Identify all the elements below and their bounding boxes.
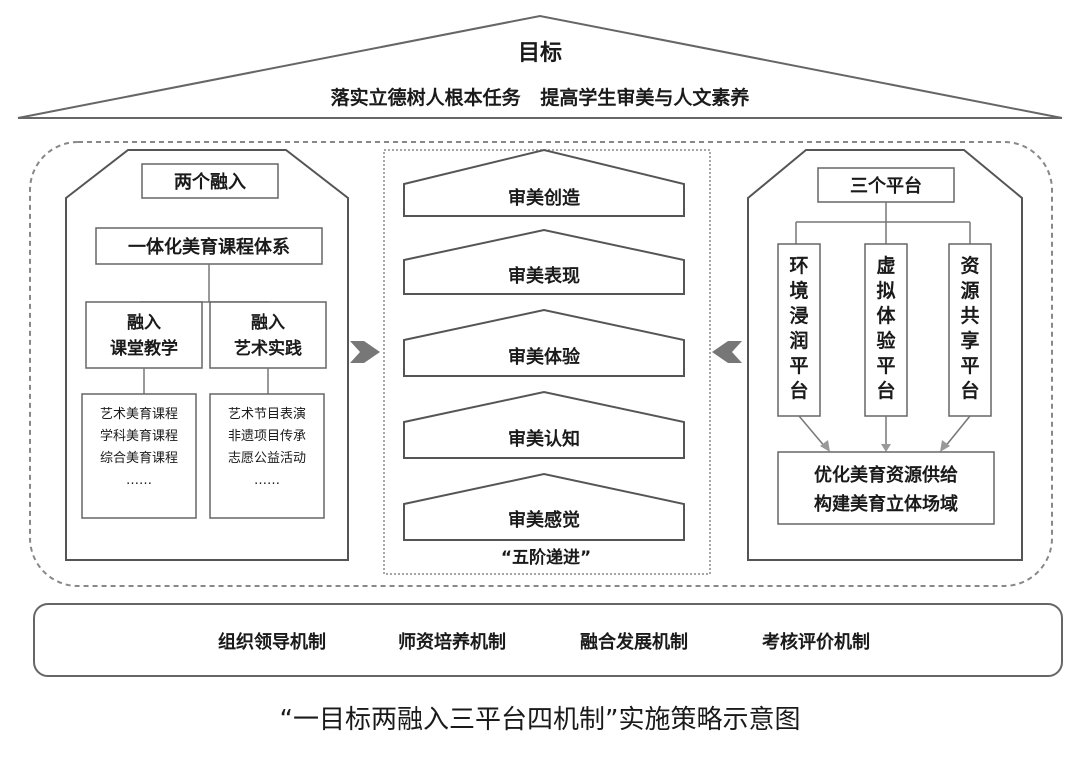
right-bottom-1: 优化美育资源供给 — [814, 464, 958, 486]
goal-title: 目标 — [518, 40, 562, 66]
step-5-shape — [403, 472, 685, 541]
right-header: 三个平台 — [850, 175, 922, 197]
right-header-box — [817, 167, 955, 203]
left-col1-title-2: 课堂教学 — [110, 338, 178, 359]
step-3: 审美体验 — [508, 346, 581, 368]
left-header: 两个融入 — [174, 171, 246, 193]
left-col2-item-2: 非遗项目传承 — [228, 429, 306, 444]
left-col2-list — [209, 393, 325, 519]
step-4: 审美认知 — [508, 428, 580, 450]
step-4-shape — [403, 390, 685, 459]
left-header-box — [141, 163, 279, 199]
left-col1-item-1: 艺术美育课程 — [100, 406, 178, 422]
platform-1-char-5: 平 — [789, 355, 808, 377]
platform-3-char-5: 平 — [960, 355, 979, 377]
right-bottom-2: 构建美育立体场域 — [814, 493, 958, 515]
mechanism-bar — [33, 603, 1063, 677]
left-col2-box — [209, 301, 327, 369]
left-col1-list — [81, 393, 197, 519]
left-col2-item-3: 志愿公益活动 — [228, 451, 306, 466]
platform-2-char-6: 台 — [876, 379, 895, 402]
outer-dashed-frame — [29, 141, 1053, 587]
platform-2-char-1: 虚 — [876, 254, 895, 277]
goal-line: 落实立德树人根本任务 提高学生审美与人文素养 — [331, 86, 750, 109]
left-col2-item-4: …… — [254, 473, 280, 488]
platform-3-char-3: 共 — [960, 305, 979, 327]
left-system-box — [95, 227, 323, 265]
mechanism-2: 师资培养机制 — [398, 631, 506, 653]
arrow-right-icon — [350, 341, 380, 363]
step-1: 审美创造 — [508, 187, 580, 209]
step-2: 审美表现 — [508, 265, 580, 287]
step-1-shape — [403, 148, 685, 217]
step-5: 审美感觉 — [508, 509, 580, 531]
platform-1-char-4: 润 — [789, 329, 808, 352]
arrow-down-icon — [940, 440, 950, 452]
platform-2-char-4: 验 — [876, 329, 896, 352]
step-2-shape — [403, 228, 685, 295]
left-col1-item-3: 综合美育课程 — [100, 450, 178, 466]
platform-3-char-1: 资 — [960, 254, 979, 277]
platform-3-char-2: 源 — [960, 279, 979, 302]
center-caption: “五阶递进” — [501, 547, 591, 568]
mechanism-4: 考核评价机制 — [762, 631, 870, 653]
platform-3-char-6: 台 — [960, 379, 979, 402]
figure-caption: “一目标两融入三平台四机制”实施策略示意图 — [280, 705, 801, 735]
step-3-shape — [403, 308, 685, 377]
platform-2-char-2: 拟 — [876, 280, 895, 302]
left-col1-item-4: …… — [126, 473, 152, 488]
right-bottom-box — [777, 451, 995, 525]
arrow-down-icon — [881, 444, 891, 452]
mechanism-3: 融合发展机制 — [580, 631, 688, 653]
platform-1-char-3: 浸 — [789, 305, 808, 327]
platform-1-box — [777, 243, 821, 417]
left-col2-title-2: 艺术实践 — [234, 338, 302, 359]
left-system: 一体化美育课程体系 — [128, 236, 290, 258]
platform-1-char-1: 环 — [789, 255, 808, 277]
platform-1-char-2: 境 — [789, 279, 808, 302]
left-col2-item-1: 艺术节目表演 — [228, 406, 306, 422]
left-col1-item-2: 学科美育课程 — [100, 428, 178, 444]
mechanism-1: 组织领导机制 — [218, 631, 326, 653]
platform-1-char-6: 台 — [789, 379, 808, 402]
arrow-down-icon — [820, 440, 830, 452]
center-panel — [383, 149, 711, 575]
left-col1-title-1: 融入 — [127, 313, 161, 333]
arrow-left-icon — [712, 341, 742, 363]
platform-2-char-3: 体 — [876, 304, 896, 327]
platform-2-char-5: 平 — [876, 355, 895, 377]
left-col2-title-1: 融入 — [251, 313, 285, 333]
left-col1-box — [85, 301, 203, 369]
platform-3-char-4: 享 — [960, 329, 979, 352]
